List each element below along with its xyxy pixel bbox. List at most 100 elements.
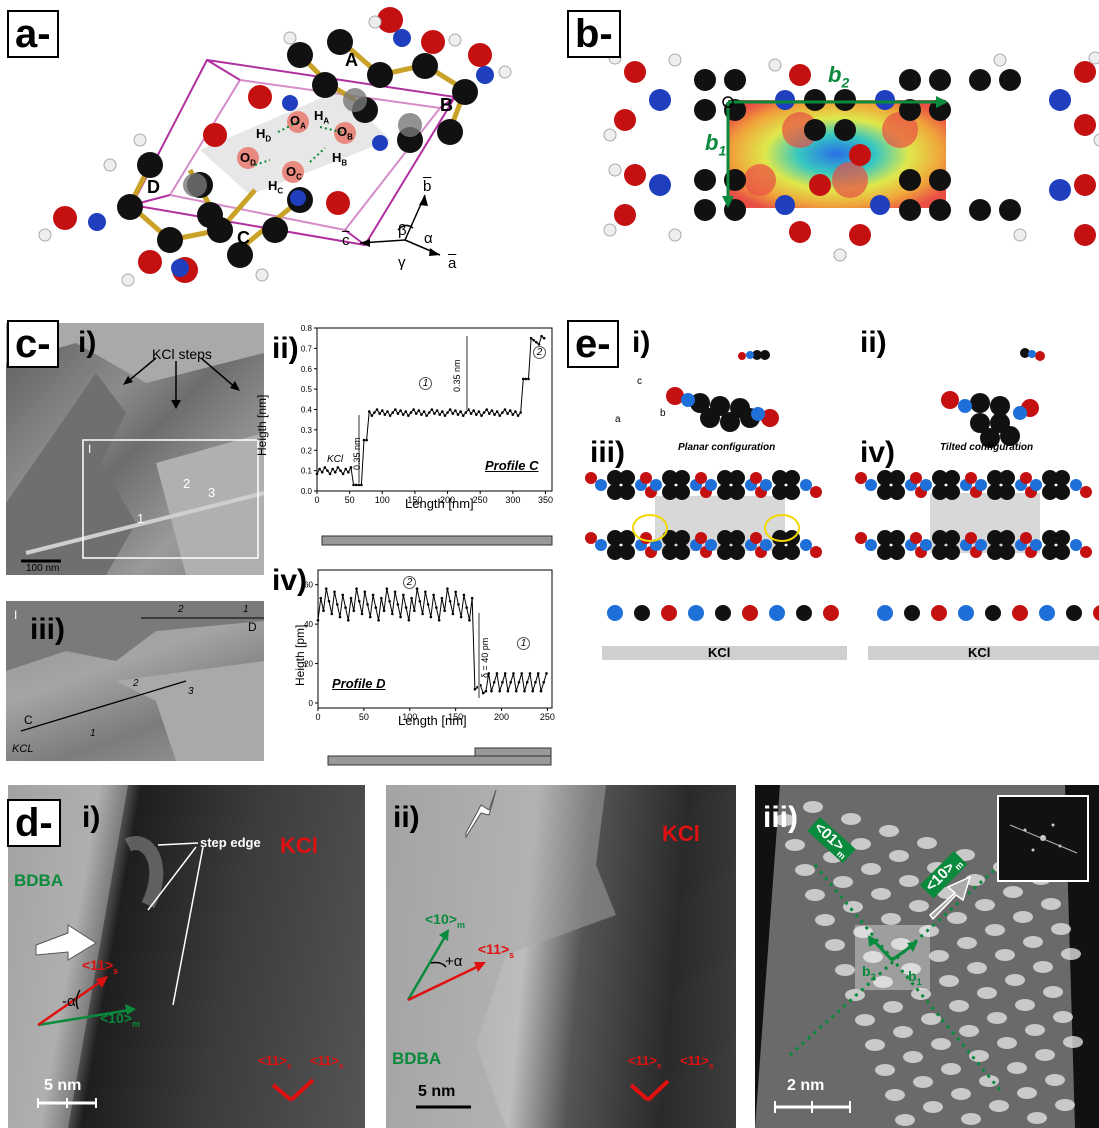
carbon-atom — [619, 484, 635, 500]
profile-c-point — [326, 469, 329, 472]
stm-image-d-iii — [755, 785, 1099, 1128]
carbon-atom — [987, 484, 1003, 500]
profile-c-xtick-label: 100 — [375, 495, 390, 505]
profile-d-xtick-label: 150 — [448, 712, 463, 722]
side-view-atom — [769, 605, 785, 621]
lattice-blob — [1061, 948, 1081, 960]
lattice-blob — [775, 814, 795, 826]
profile-c-point — [315, 472, 319, 476]
profile-d-substrate-step — [474, 747, 552, 757]
d-ii-kcl: KCl — [662, 821, 700, 846]
carbon-atom — [717, 530, 733, 546]
profile-d-point — [316, 618, 320, 622]
side-view-atom — [661, 605, 677, 621]
carbon-atom — [1042, 530, 1058, 546]
nitrogen-atom — [705, 479, 717, 491]
lattice-blob — [929, 950, 949, 962]
profile-d-point — [454, 590, 457, 594]
oxygen-atom — [965, 532, 977, 544]
lattice-blob — [833, 876, 853, 888]
lattice-blob — [895, 1114, 915, 1126]
profile-d-point — [440, 596, 444, 600]
profile-d-point — [410, 596, 413, 600]
profile-d-point — [531, 689, 535, 693]
tilted-configuration: Tilted configuration — [940, 442, 1034, 453]
carbon-atom — [619, 530, 635, 546]
lattice-blob — [931, 1038, 951, 1050]
lattice-blob — [989, 1100, 1009, 1112]
panel-c-sub-ii: ii) — [272, 332, 299, 365]
nitrogen-atom — [800, 539, 812, 551]
profile-d-xtick-label: 50 — [359, 712, 369, 722]
lattice-blob — [1035, 1049, 1055, 1061]
profile-d-point — [429, 615, 433, 619]
lattice-blob — [893, 1026, 913, 1038]
carbon-atom — [932, 544, 948, 560]
nitrogen-atom — [1070, 539, 1082, 551]
profile-d-xlabel: Length [nm] — [398, 713, 467, 728]
profile-c-point — [420, 413, 423, 416]
oxygen-atom — [640, 532, 652, 544]
panel-c-sub-iv: iv) — [272, 564, 308, 597]
lattice-blob — [909, 900, 929, 912]
profile-d-point — [443, 609, 446, 613]
lattice-blob — [923, 1101, 943, 1113]
lattice-blob — [815, 914, 835, 926]
lattice-blob — [917, 837, 937, 849]
profile-d-point — [346, 618, 350, 622]
carbon-atom — [944, 470, 960, 486]
carbon-atom — [987, 470, 1003, 486]
profile-c-point — [341, 472, 345, 476]
profile-d-point — [536, 672, 540, 675]
lattice-blob — [997, 1037, 1017, 1049]
stm-image-d-ii — [386, 785, 736, 1128]
img-i-mark-2: 2 — [183, 476, 191, 491]
profile-c-point — [527, 377, 530, 381]
profile-d-point — [459, 615, 463, 619]
carbon-atom — [729, 484, 745, 500]
carbon-atom — [999, 470, 1015, 486]
profile-d-ytick-label: 40 — [304, 620, 313, 629]
profile-d-point — [377, 618, 380, 622]
profile-c-point — [456, 413, 460, 416]
profile-d-title: Profile D — [332, 676, 386, 691]
carbon-atom — [877, 484, 893, 500]
carbon-atom — [889, 484, 905, 500]
lattice-blob — [873, 976, 893, 988]
profile-c-xtick-label: 200 — [440, 495, 455, 505]
carbon-atom — [674, 530, 690, 546]
profile-d-xtick-label: 0 — [315, 712, 320, 722]
oxygen-atom — [640, 472, 652, 484]
carbon-atom — [999, 544, 1015, 560]
profile-d-point — [446, 587, 449, 590]
carbon-atom — [1042, 484, 1058, 500]
carbon-atom — [889, 530, 905, 546]
d-i-m10: <10>m — [100, 1010, 140, 1029]
profile-c-point — [488, 412, 491, 415]
profile-d-mark1: 1 — [517, 637, 530, 650]
d-ii-s11-b: <11>s — [628, 1053, 662, 1071]
profile-c-point — [412, 408, 415, 411]
side-view-atom — [607, 605, 623, 621]
profile-c-point — [427, 411, 431, 414]
oxygen-atom — [810, 486, 822, 498]
profile-c-point — [535, 340, 538, 344]
d-iii-b1: b1 — [908, 968, 922, 987]
profile-d-point — [492, 681, 496, 684]
profile-c-point — [388, 414, 392, 417]
d-iii-scale: 2 nm — [787, 1077, 825, 1094]
lattice-blob — [879, 825, 899, 837]
carbon-atom — [944, 544, 960, 560]
img-i-mark-1: 1 — [137, 511, 145, 526]
profile-c-point — [451, 412, 455, 415]
profile-c-point — [495, 410, 499, 413]
vector-b2-label: b2 — [828, 62, 850, 91]
profile-c-point — [352, 483, 355, 487]
lattice-blob — [889, 850, 909, 862]
lattice-blob — [959, 1025, 979, 1037]
oxygen-atom — [695, 472, 707, 484]
carbon-atom — [999, 530, 1015, 546]
side-view-atom — [958, 605, 974, 621]
planar-configuration: Planar configuration — [678, 442, 776, 453]
